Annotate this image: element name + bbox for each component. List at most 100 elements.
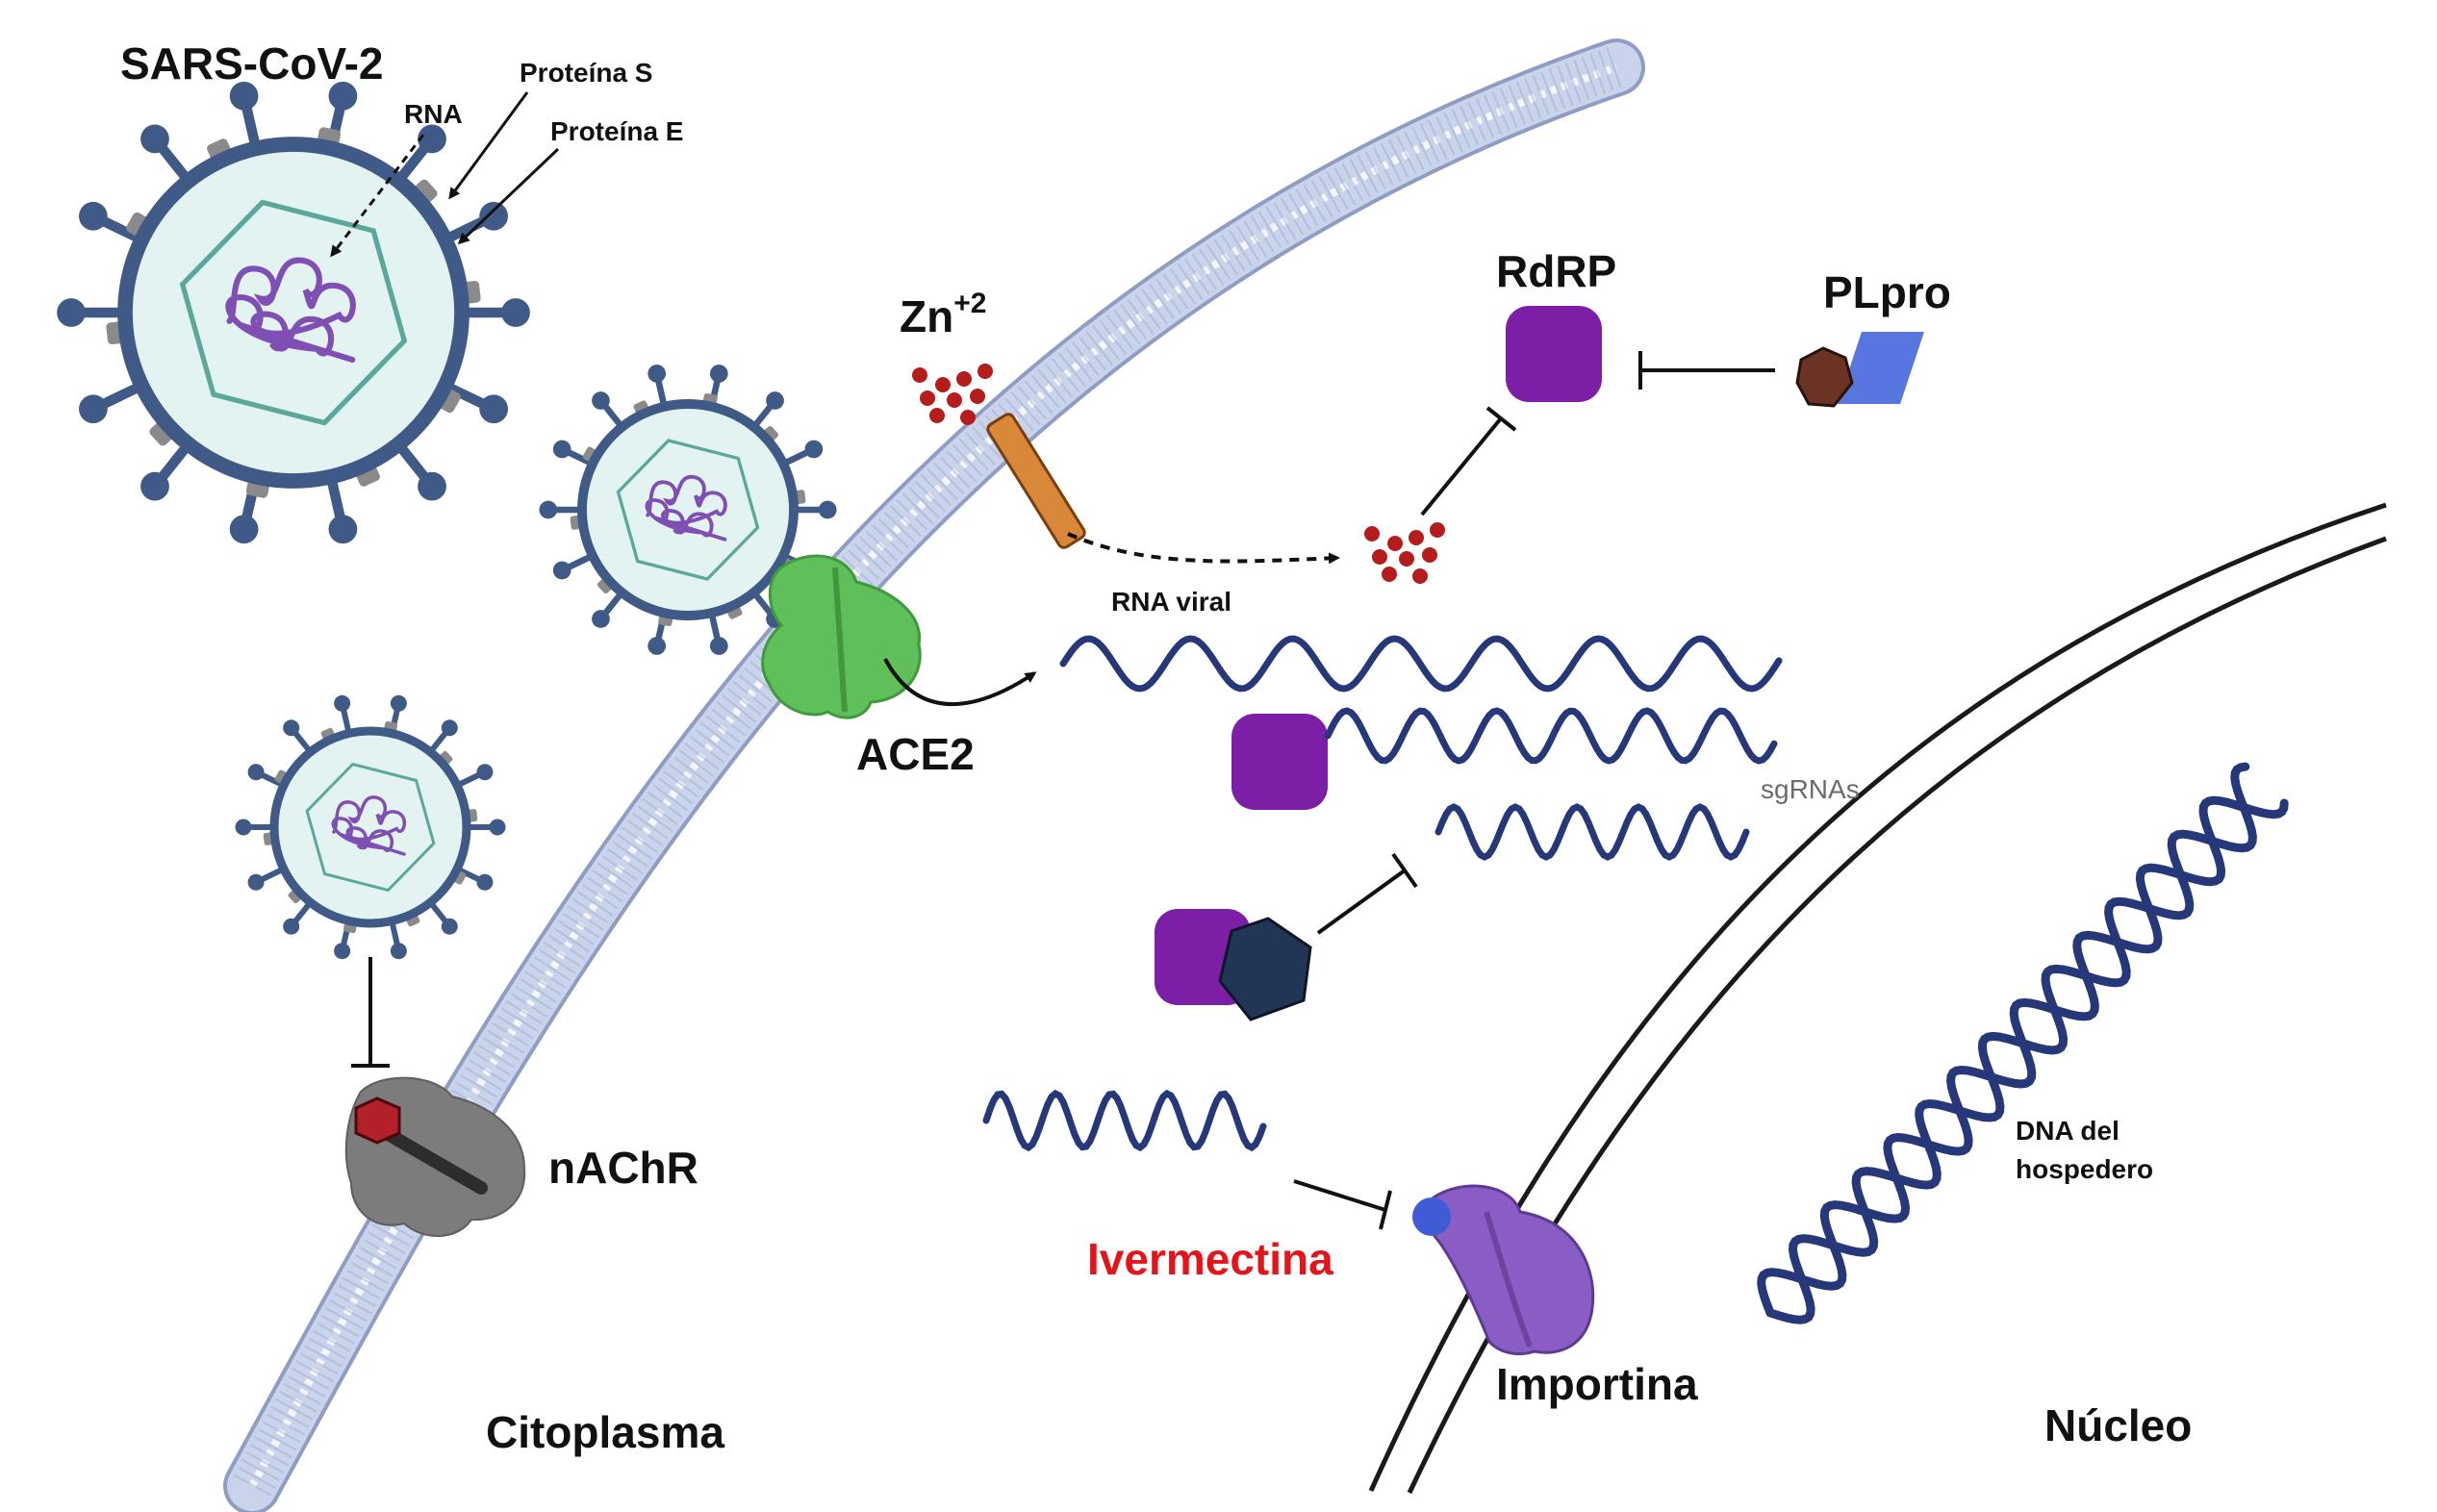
- zinc-ion: [956, 371, 972, 387]
- spike-protein-head: [418, 124, 446, 154]
- virion-near-nachr: [235, 694, 506, 960]
- sars-cov-2-virion-large: [57, 81, 530, 544]
- zinc-ion: [1430, 522, 1445, 538]
- ace2-label: ACE2: [856, 729, 975, 779]
- ace2-receptor-icon: [761, 554, 922, 719]
- spike-protein-head: [441, 719, 458, 737]
- zinc-ion: [1399, 551, 1414, 567]
- spike-protein-head: [235, 819, 252, 836]
- dna-strand-b: [1757, 795, 2289, 1318]
- proteina-e-label: Proteína E: [550, 116, 683, 146]
- spike-protein-head: [229, 515, 259, 544]
- plpro-label: PLpro: [1823, 267, 1951, 317]
- spike-protein-head: [283, 918, 300, 935]
- spike-protein-head: [479, 394, 508, 424]
- zinc-ion: [947, 392, 962, 408]
- zinc-ion: [912, 367, 927, 383]
- zinc-ion: [970, 389, 985, 404]
- rdrp-inhibition-bar: [1391, 852, 1418, 889]
- rdrp-on-rna-icon: [1231, 714, 1328, 810]
- zinc-ion: [1422, 547, 1437, 563]
- proteina-s-label: Proteína S: [520, 58, 652, 88]
- spike-protein-head: [766, 391, 784, 410]
- rna-viral-label: RNA viral: [1111, 587, 1231, 617]
- spike-protein-head: [476, 873, 494, 891]
- zinc-inhibits-rdrp-line: [1420, 416, 1503, 517]
- viral-rna-genome: [331, 795, 406, 856]
- spike-protein-head: [476, 764, 494, 781]
- viral-rna-genome: [225, 257, 356, 364]
- spike-protein-head: [501, 298, 530, 327]
- rdrp-label: RdRP: [1496, 246, 1616, 296]
- citoplasma-label: Citoplasma: [486, 1407, 724, 1457]
- zinc-ion: [1387, 536, 1403, 551]
- zinc-label: Zn+2: [900, 288, 986, 341]
- spike-protein-head: [140, 471, 169, 501]
- rna-pointer-arrow: [330, 134, 425, 258]
- spike-protein-head: [334, 943, 351, 960]
- spike-protein-head: [804, 440, 824, 459]
- sars-cov-2-label: SARS-CoV-2: [120, 38, 383, 88]
- spike-protein-head: [592, 391, 610, 410]
- importin-inhibition-line: [1293, 1179, 1386, 1212]
- spike-protein-head: [79, 394, 108, 424]
- viral-rna-genome: [645, 474, 727, 542]
- zinc-ions-inside: [1364, 522, 1445, 584]
- zinc-ion: [929, 408, 945, 423]
- zinc-ion: [1382, 567, 1397, 582]
- proteina-e-pointer-arrow: [457, 147, 560, 245]
- ivermectina-label: Ivermectina: [1087, 1234, 1333, 1284]
- spike-protein-head: [140, 124, 169, 154]
- viral-protein-strand: [982, 1089, 1267, 1152]
- nachr-drug-icon: [354, 1096, 401, 1145]
- spike-protein-head: [328, 515, 358, 544]
- spike-protein-head: [390, 694, 407, 712]
- importin-inhibition-bar: [1379, 1190, 1392, 1230]
- zinc-ion-channel-icon: [986, 413, 1086, 549]
- capsid: [616, 439, 760, 581]
- spike-protein-head: [283, 719, 300, 737]
- spike-protein-head: [539, 500, 558, 519]
- spike-protein-head: [57, 298, 86, 327]
- spike-protein-head: [818, 500, 837, 519]
- rna-transcript-strand: [1324, 707, 1778, 765]
- spike-protein-head: [328, 81, 358, 111]
- zinc-ion: [1409, 530, 1424, 545]
- nucleo-label: Núcleo: [2044, 1400, 2192, 1450]
- rdrp-inhibition-line: [1316, 869, 1407, 935]
- spike-protein-head: [390, 943, 407, 960]
- zinc-ion: [1412, 568, 1428, 584]
- zinc-ions-outside: [912, 364, 993, 425]
- zinc-ion: [1364, 526, 1380, 542]
- spike-protein-head: [709, 365, 728, 383]
- plpro-enzyme-icon: [1838, 332, 1924, 404]
- spike-protein-head: [479, 201, 508, 231]
- plpro-inhibitor-icon: [1795, 346, 1854, 408]
- importina-label: Importina: [1496, 1359, 1698, 1409]
- spike-protein-head: [647, 365, 667, 383]
- rna-label: RNA: [404, 99, 463, 129]
- dna-strand-a: [1765, 762, 2257, 1324]
- dna-label-line1: DNA del: [2016, 1116, 2120, 1146]
- ivermectin-bound-importin-icon: [1412, 1197, 1451, 1236]
- host-dna-helix: [1757, 762, 2289, 1324]
- spike-protein-head: [552, 561, 571, 580]
- sgrnas-label: sgRNAs: [1761, 774, 1860, 804]
- zinc-ion: [977, 364, 993, 379]
- zinc-ion: [960, 410, 976, 425]
- spike-protein-head: [441, 918, 458, 935]
- capsid: [179, 199, 408, 426]
- spike-protein-head: [229, 81, 259, 111]
- spike-protein-head: [418, 471, 446, 501]
- nachr-label: nAChR: [548, 1143, 698, 1193]
- viral-entry-arrow: [883, 658, 1037, 707]
- zinc-inhibits-rdrp-bar: [1485, 406, 1517, 432]
- ivermectin-bound-rdrp-icon: [1218, 917, 1312, 1021]
- spike-protein-head: [647, 637, 667, 655]
- spike-protein-head: [592, 610, 610, 628]
- proteina-s-pointer-arrow: [448, 91, 529, 200]
- zinc-ion: [935, 377, 951, 392]
- spike-protein-head: [489, 819, 506, 836]
- spike-protein-head: [709, 637, 728, 655]
